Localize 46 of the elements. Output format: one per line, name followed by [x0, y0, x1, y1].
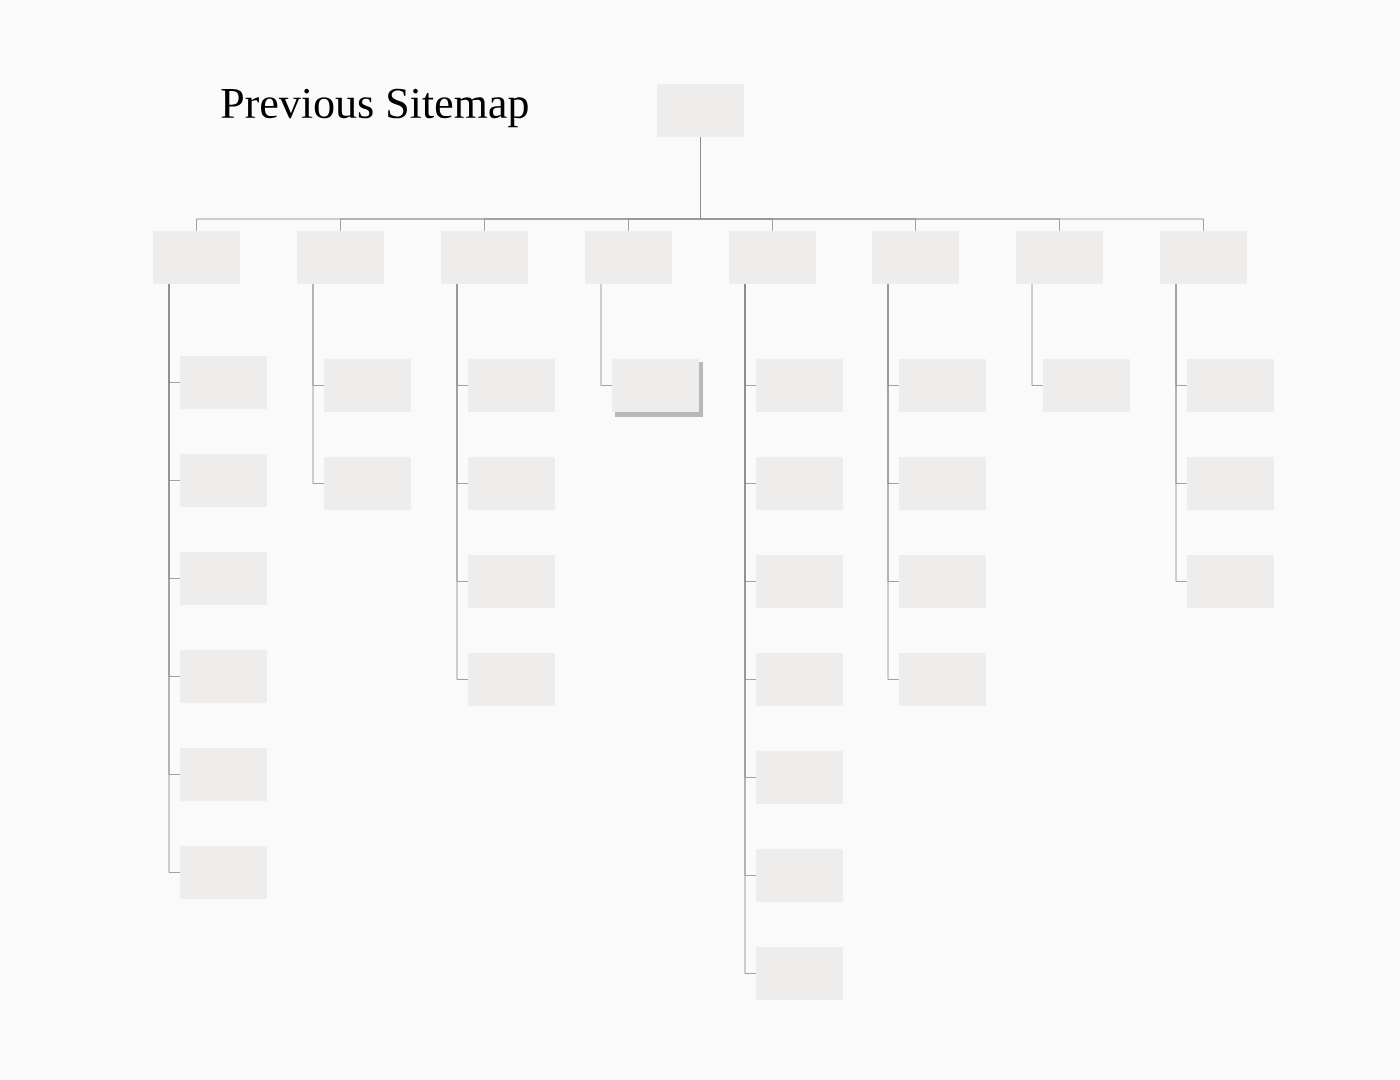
page-box: [899, 359, 986, 412]
page-box: [468, 555, 555, 608]
connector-line: [887, 283, 900, 680]
page-box: [872, 231, 959, 284]
connector-line: [312, 283, 325, 484]
page-box: [324, 457, 411, 510]
page-box: [180, 552, 267, 605]
page-box: [180, 650, 267, 703]
page-box: [468, 457, 555, 510]
connector-line: [600, 283, 613, 386]
page-box: [756, 849, 843, 902]
page-box: [180, 748, 267, 801]
page-box: [899, 555, 986, 608]
connector-line: [168, 283, 181, 873]
page-box: [1187, 555, 1274, 608]
page-box: [756, 555, 843, 608]
page-box: [1187, 457, 1274, 510]
page-box: [1043, 359, 1130, 412]
page-box: [729, 231, 816, 284]
page-box: [468, 653, 555, 706]
page-box: [1187, 359, 1274, 412]
page-box: [324, 359, 411, 412]
page-box: [153, 231, 240, 284]
page-box: [180, 846, 267, 899]
page-box: [468, 359, 555, 412]
page-box: [756, 653, 843, 706]
page-box: [441, 231, 528, 284]
page-box: [899, 457, 986, 510]
page-box: [756, 947, 843, 1000]
page-box: [297, 231, 384, 284]
connector-line: [1031, 283, 1044, 386]
title: Previous Sitemap: [221, 88, 528, 128]
page-box: [1016, 231, 1103, 284]
page-box: [756, 751, 843, 804]
page-box: [585, 231, 672, 284]
page-box: [657, 84, 744, 137]
page-box: [1160, 231, 1247, 284]
page-box: [899, 653, 986, 706]
page-box: [756, 359, 843, 412]
connector-line: [1175, 283, 1188, 582]
connector-line: [700, 136, 1204, 232]
page-box: [756, 457, 843, 510]
page-box: [612, 359, 703, 417]
page-box: [180, 356, 267, 409]
page-box: [180, 454, 267, 507]
connector-line: [456, 283, 469, 680]
